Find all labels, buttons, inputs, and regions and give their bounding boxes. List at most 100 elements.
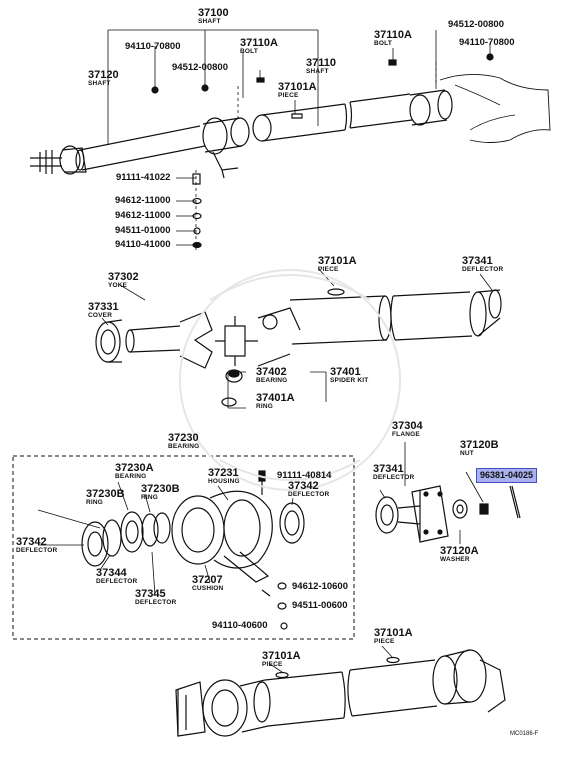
top-hardware bbox=[151, 53, 494, 249]
label-37230a-bearing: 37230A BEARING bbox=[115, 463, 154, 481]
part-number: 37101A bbox=[318, 255, 357, 267]
part-number: 37207 bbox=[192, 574, 223, 586]
part-number: 37120 bbox=[88, 69, 119, 81]
label-37120a-washer: 37120A WASHER bbox=[440, 546, 479, 564]
bearing-leaders bbox=[37, 481, 294, 597]
label-37345-deflector: 37345 DEFLECTOR bbox=[135, 589, 176, 607]
part-desc: WASHER bbox=[440, 556, 470, 563]
part-number: 37345 bbox=[135, 588, 166, 600]
label-37304-flange: 37304 FLANGE bbox=[392, 421, 423, 439]
part-number: 37100 bbox=[198, 7, 229, 19]
part-number: 37302 bbox=[108, 271, 139, 283]
part-desc: YOKE bbox=[108, 282, 128, 289]
label-37120b-nut: 37120B NUT bbox=[460, 440, 499, 458]
part-number: 37331 bbox=[88, 301, 119, 313]
part-desc: PIECE bbox=[374, 638, 395, 645]
label-37342-deflector-left: 37342 DEFLECTOR bbox=[16, 537, 57, 555]
part-desc: BEARING bbox=[168, 443, 200, 450]
part-number: 37101A bbox=[262, 650, 301, 662]
part-desc: DEFLECTOR bbox=[16, 547, 58, 554]
part-number: 37120B bbox=[460, 439, 499, 451]
label-37101a-piece-bottom-right: 37101A PIECE bbox=[374, 628, 413, 646]
label-94511-01000: 94511-01000 bbox=[115, 225, 171, 236]
part-number: 37101A bbox=[374, 627, 413, 639]
label-91111-41022: 91111-41022 bbox=[116, 172, 171, 183]
part-number: 37402 bbox=[256, 366, 287, 378]
label-37100: 37100 SHAFT bbox=[198, 8, 229, 26]
label-37302-yoke: 37302 YOKE bbox=[108, 272, 139, 290]
label-94511-00600: 94511-00600 bbox=[292, 600, 348, 611]
part-desc: DEFLECTOR bbox=[373, 474, 415, 481]
part-number: 37101A bbox=[278, 81, 317, 93]
label-37101a-piece-bottom-left: 37101A PIECE bbox=[262, 651, 301, 669]
part-desc: SHAFT bbox=[198, 18, 221, 25]
label-37401a-ring: 37401A RING bbox=[256, 393, 295, 411]
label-37402-bearing: 37402 BEARING bbox=[256, 367, 287, 385]
part-desc: BOLT bbox=[374, 40, 393, 47]
part-number: 37120A bbox=[440, 545, 479, 557]
part-desc: SHAFT bbox=[306, 68, 329, 75]
part-number: 37231 bbox=[208, 467, 239, 479]
part-number: 37110 bbox=[306, 57, 336, 69]
part-desc: SHAFT bbox=[88, 80, 111, 87]
bottom-leaders bbox=[269, 645, 394, 673]
label-37342-deflector-right: 37342 DEFLECTOR bbox=[288, 481, 329, 499]
label-37230b-ring-b: 37230B RING bbox=[141, 484, 180, 502]
label-91111-40814: 91111-40814 bbox=[277, 470, 332, 481]
label-94612-11000-a: 94612-11000 bbox=[115, 195, 171, 206]
watermark bbox=[179, 269, 401, 491]
part-desc: DEFLECTOR bbox=[288, 491, 330, 498]
label-94110-40600: 94110-40600 bbox=[212, 620, 268, 631]
part-desc: BEARING bbox=[115, 473, 147, 480]
label-94110-70800-right: 94110-70800 bbox=[459, 37, 515, 48]
part-desc: DEFLECTOR bbox=[135, 599, 177, 606]
part-desc: RING bbox=[141, 494, 159, 501]
label-37401-spider-kit: 37401 SPIDER KIT bbox=[330, 367, 368, 385]
part-number: 37344 bbox=[96, 567, 127, 579]
center-bearing-exploded bbox=[12, 455, 355, 640]
top-leaders bbox=[107, 29, 491, 250]
label-37230-bearing: 37230 BEARING bbox=[168, 433, 199, 451]
label-37101a-piece-top: 37101A PIECE bbox=[278, 82, 317, 100]
part-desc: BEARING bbox=[256, 377, 288, 384]
part-desc: PIECE bbox=[318, 266, 339, 273]
label-37110a-bolt-left: 37110A BOLT bbox=[240, 38, 278, 56]
part-number: 37342 bbox=[16, 536, 47, 548]
part-desc: PIECE bbox=[278, 92, 299, 99]
part-desc: CUSHION bbox=[192, 585, 224, 592]
part-number: 37401 bbox=[330, 366, 361, 378]
label-37344-deflector: 37344 DEFLECTOR bbox=[96, 568, 137, 586]
part-number: 37110A bbox=[240, 37, 278, 49]
middle-shaft-assembly bbox=[95, 288, 502, 407]
part-number: 37341 bbox=[373, 463, 404, 475]
diagram-code: MC0186-F bbox=[510, 731, 539, 737]
part-number: 37230A bbox=[115, 462, 154, 474]
highlighted-part-96381-04025[interactable]: 96381-04025 bbox=[476, 468, 538, 483]
label-37341-deflector-bottom: 37341 DEFLECTOR bbox=[373, 464, 414, 482]
label-37120-shaft: 37120 SHAFT bbox=[88, 70, 119, 88]
part-desc: DEFLECTOR bbox=[96, 578, 138, 585]
part-desc: BOLT bbox=[240, 48, 259, 55]
part-number: 37230B bbox=[141, 483, 180, 495]
part-desc: FLANGE bbox=[392, 431, 420, 438]
label-37331-cover: 37331 COVER bbox=[88, 302, 119, 320]
top-shaft-assembly bbox=[30, 74, 551, 179]
part-desc: COVER bbox=[88, 312, 113, 319]
label-94110-70800-left: 94110-70800 bbox=[125, 41, 181, 52]
flange-group bbox=[375, 485, 521, 543]
label-94612-10600: 94612-10600 bbox=[292, 581, 348, 592]
part-number: 37401A bbox=[256, 392, 295, 404]
label-94110-41000: 94110-41000 bbox=[115, 239, 171, 250]
part-desc: PIECE bbox=[262, 661, 283, 668]
label-37110a-bolt-right: 37110A BOLT bbox=[374, 30, 412, 48]
part-number: 37110A bbox=[374, 29, 412, 41]
label-37231-housing: 37231 HOUSING bbox=[208, 468, 240, 486]
label-94512-00800-right: 94512-00800 bbox=[448, 19, 504, 30]
part-desc: RING bbox=[256, 403, 274, 410]
bottom-shaft-assembly bbox=[175, 649, 506, 737]
label-37230b-ring-a: 37230B RING bbox=[86, 489, 125, 507]
part-desc: DEFLECTOR bbox=[462, 266, 504, 273]
part-number: 37341 bbox=[462, 255, 493, 267]
